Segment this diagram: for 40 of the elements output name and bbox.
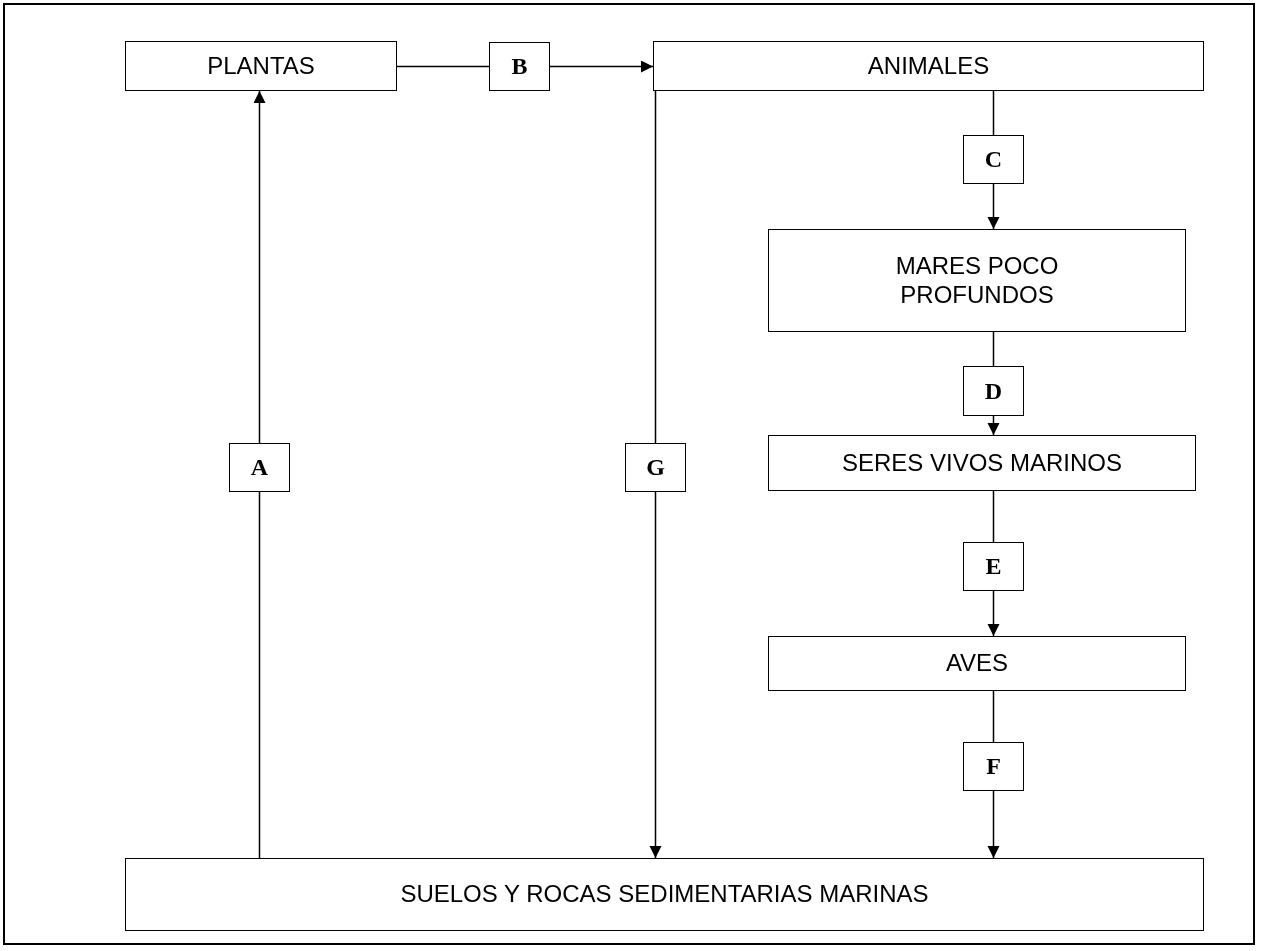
box-label: MARES POCO PROFUNDOS [894,251,1060,310]
connector-line [396,65,490,68]
letter-label: F [986,752,1001,781]
arrow [987,590,1000,637]
box-label: PLANTAS [207,51,315,81]
connector-line [992,90,995,136]
box-label: SUELOS Y ROCAS SEDIMENTARIAS MARINAS [400,880,929,909]
arrow [987,790,1000,859]
letter-label: E [985,552,1002,581]
box-label: ANIMALES [867,51,990,81]
letter-box [229,443,290,492]
letter-box [489,42,550,91]
letter-box [963,542,1024,591]
process-box [768,229,1186,332]
letter-label: C [984,145,1003,174]
letter-box [625,443,686,492]
letter-label: B [511,52,528,81]
arrow [253,90,266,444]
arrow [987,183,1000,230]
process-box [768,435,1196,491]
arrow [649,491,662,859]
box-label: AVES [945,649,1009,678]
letter-box [963,742,1024,791]
process-box [125,858,1204,931]
arrow [987,415,1000,436]
box-label: SERES VIVOS MARINOS [841,448,1123,478]
process-box [768,636,1186,691]
arrow [549,60,654,73]
process-box [125,41,397,91]
letter-label: G [646,453,665,482]
connector-line [992,331,995,367]
connector-line [654,90,657,444]
letter-label: D [984,376,1003,406]
letter-box [963,135,1024,184]
letter-label: A [250,453,269,482]
process-box [653,41,1204,91]
letter-box [963,366,1024,416]
connector-line [258,491,261,859]
connector-line [992,490,995,543]
connector-line [992,690,995,743]
